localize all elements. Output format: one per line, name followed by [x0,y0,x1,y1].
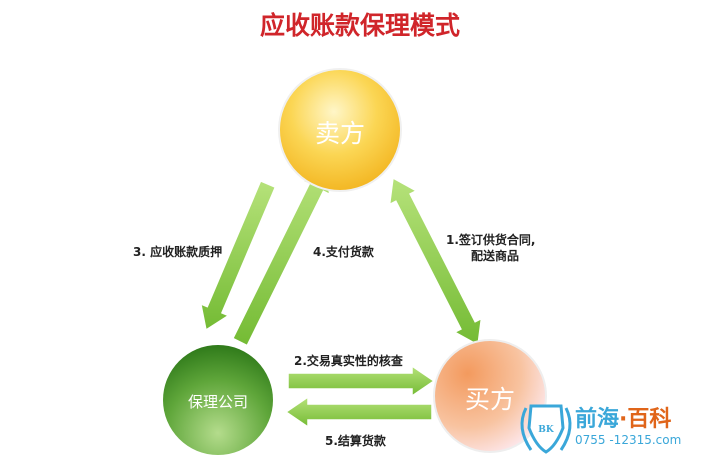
buyer-node [433,339,547,453]
bk-logo-icon: BK [520,404,572,454]
step-1-label-line1: 1.签订供货合同, [446,233,536,247]
seller-label: 卖方 [314,119,365,148]
step-2-label: 2.交易真实性的核查 [294,354,403,368]
factor-node [163,345,273,455]
watermark-brand: 前海·百科 0755 -12315.com [575,407,681,447]
brand-name-1: 前海 [575,407,620,432]
step-4-label: 4.支付货款 [313,245,374,259]
arrow-step-1 [388,176,483,347]
arrow-step-5 [284,395,433,429]
brand-dot: · [619,407,628,432]
step-5-label: 5.结算货款 [325,434,386,448]
arrow-step-2 [287,364,436,398]
brand-url: 0755 -12315.com [575,433,682,447]
svg-text:BK: BK [538,425,555,435]
page-title: 应收账款保理模式 [259,11,460,40]
buyer-label: 买方 [464,385,515,414]
step-3-label: 3. 应收账款质押 [133,245,223,259]
seller-node [278,68,402,192]
brand-name-2: 百科 [627,407,672,432]
arrow-step-3 [199,179,277,332]
factor-label: 保理公司 [187,393,248,411]
step-1-label-line2: 配送商品 [471,249,520,263]
